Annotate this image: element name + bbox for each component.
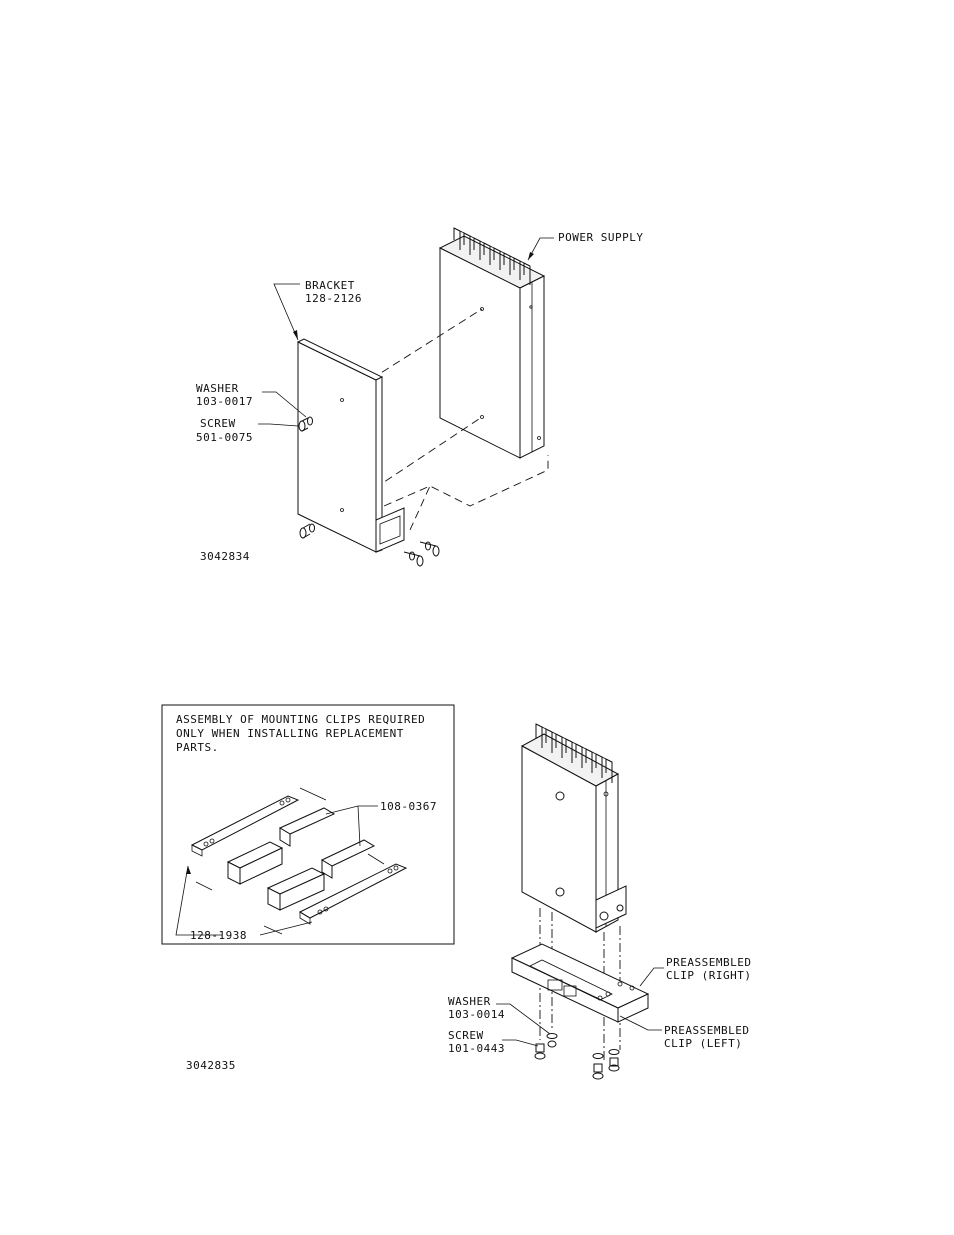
figure-2-box-leaders (176, 806, 378, 935)
bracket-label: BRACKET (305, 279, 355, 292)
screw-flange-upper (420, 542, 439, 556)
plate-part-number: 128-1938 (190, 929, 247, 942)
note-line-1: ASSEMBLY OF MOUNTING CLIPS REQUIRED (176, 713, 425, 726)
screw-left (535, 1044, 545, 1059)
washer-label-2: WASHER (448, 995, 491, 1008)
screw-lower-left (300, 524, 315, 538)
screw-mid-left (548, 1041, 556, 1047)
washer-label: WASHER (196, 382, 239, 395)
screw-label: SCREW (200, 417, 236, 430)
clip-part-number: 108-0367 (380, 800, 437, 813)
screw-part-number-2: 101-0443 (448, 1042, 505, 1055)
bracket-part-number: 128-2126 (305, 292, 362, 305)
note-line-3: PARTS. (176, 741, 219, 754)
left-clip-label-1: PREASSEMBLED (664, 1024, 749, 1037)
preassembled-clips (512, 944, 648, 1022)
washer-part-number: 103-0017 (196, 395, 253, 408)
power-supply-with-clips (522, 724, 626, 932)
screw-label-2: SCREW (448, 1029, 484, 1042)
bracket-plate (298, 339, 404, 552)
note-line-2: ONLY WHEN INSTALLING REPLACEMENT (176, 727, 404, 740)
figure-number: 3042834 (200, 550, 250, 563)
left-clip-label-2: CLIP (LEFT) (664, 1037, 742, 1050)
power-supply-unit (440, 228, 544, 458)
clip-hardware (535, 1034, 619, 1080)
figure-1-bracket-assembly: POWER SUPPLY BRACKET 128-2126 WASHER 103… (196, 228, 643, 566)
washer-part-number-2: 103-0014 (448, 1008, 505, 1021)
right-clip-label-1: PREASSEMBLED (666, 956, 751, 969)
right-clip-label-2: CLIP (RIGHT) (666, 969, 751, 982)
screw-flange-lower (404, 552, 423, 566)
clip-parts-exploded (192, 788, 406, 934)
figure-2-clip-assembly: ASSEMBLY OF MOUNTING CLIPS REQUIRED ONLY… (162, 705, 751, 1079)
washer-left (547, 1034, 557, 1039)
screw-part-number: 501-0075 (196, 431, 253, 444)
power-supply-label: POWER SUPPLY (558, 231, 643, 244)
washer-right (593, 1050, 619, 1059)
figure-number-2: 3042835 (186, 1059, 236, 1072)
screw-right (593, 1058, 619, 1079)
